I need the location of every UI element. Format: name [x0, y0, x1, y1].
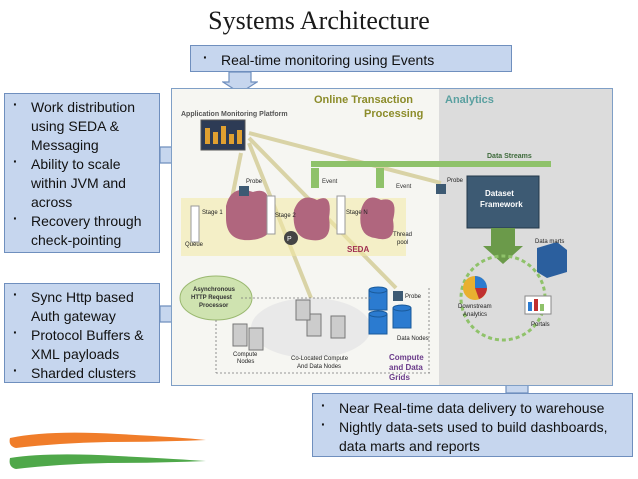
architecture-diagram: Online Transaction Processing Analytics … — [171, 88, 613, 386]
data-node-cylinders — [368, 286, 412, 335]
dataset-framework-box — [466, 175, 540, 229]
otp-title-line1: Online Transaction — [314, 94, 413, 106]
server-icon — [330, 315, 346, 339]
analytics-region — [439, 89, 612, 385]
thread-pool-label: Thread — [393, 232, 412, 238]
bullet-item: Near Real-time data delivery to warehous… — [315, 396, 632, 418]
svg-text:P: P — [287, 236, 292, 243]
bullet-item: Protocol Buffers & XML payloads — [7, 323, 159, 364]
probe-label: Probe — [246, 179, 263, 185]
server-icon — [232, 323, 248, 347]
bullet-item: Work distribution using SEDA & Messaging — [7, 95, 159, 155]
seda-label: SEDA — [347, 245, 369, 254]
bullet-item: Sharded clusters — [7, 361, 159, 383]
brand-swoosh — [9, 432, 206, 469]
callout-work-distribution: Work distribution using SEDA & Messaging… — [4, 93, 160, 253]
grids-label: Compute — [389, 353, 424, 362]
callout-realtime-monitoring: Real-time monitoring using Events — [190, 45, 512, 72]
server-icon — [248, 327, 264, 351]
data-streams-label: Data Streams — [487, 153, 532, 160]
dataset-label: Framework — [480, 200, 523, 209]
bullet-item: Recovery through check-pointing — [7, 209, 159, 250]
probe-icon — [239, 186, 249, 196]
queue-label: Queue — [185, 242, 204, 248]
data-streams-bar — [311, 161, 551, 167]
event-label: Event — [322, 179, 338, 185]
compute-nodes-label: Nodes — [237, 359, 254, 365]
data-marts-label: Data marts — [535, 239, 564, 245]
stage-blob — [226, 189, 272, 241]
app-monitoring-label: Application Monitoring Platform — [181, 111, 288, 118]
async-label: HTTP Request — [191, 295, 232, 301]
event-label: Event — [396, 184, 412, 190]
dataset-label: Dataset — [485, 189, 514, 198]
bullet-item: Sync Http based Auth gateway — [7, 285, 159, 326]
bullet-item: Nightly data-sets used to build dashboar… — [315, 415, 632, 456]
probe-label: Probe — [447, 178, 464, 184]
otp-title-line2: Processing — [364, 108, 423, 120]
stage-2-label: Stage 2 — [275, 213, 296, 219]
stage-blob — [293, 197, 330, 241]
server-icon — [295, 299, 311, 321]
callout-data-delivery: Near Real-time data delivery to warehous… — [312, 393, 633, 457]
grids-label: Grids — [389, 373, 410, 382]
probe-label: Probe — [405, 294, 422, 300]
grids-label: and Data — [389, 363, 423, 372]
callout-http-gateway: Sync Http based Auth gateway Protocol Bu… — [4, 283, 160, 383]
compute-nodes-label: Compute — [233, 352, 258, 358]
downstream-label: Analytics — [463, 312, 487, 318]
colocated-label: And Data Nodes — [297, 364, 341, 370]
downstream-label: Downstream — [458, 304, 492, 310]
bullet-item: Ability to scale within JVM and across — [7, 152, 159, 212]
data-nodes-label: Data Nodes — [397, 336, 429, 342]
stage-blob — [360, 197, 395, 240]
stage-1-label: Stage 1 — [202, 210, 223, 216]
async-label: Asynchronous — [193, 287, 236, 293]
data-marts-icon — [537, 242, 567, 278]
probe-icon — [436, 184, 446, 194]
probe-icon — [393, 291, 403, 301]
async-label: Processor — [199, 303, 229, 309]
portals-label: Portals — [531, 322, 550, 328]
analytics-title: Analytics — [445, 94, 494, 106]
bullet-item: Real-time monitoring using Events — [197, 48, 511, 70]
stage-n-label: Stage N — [346, 210, 368, 216]
down-arrow-icon — [222, 72, 258, 94]
page-title: Systems Architecture — [208, 6, 430, 35]
colocated-label: Co-Located Compute — [291, 356, 349, 362]
pause-icon — [284, 231, 298, 245]
down-arrow-icon — [483, 228, 523, 264]
thread-pool-label: pool — [397, 240, 408, 246]
